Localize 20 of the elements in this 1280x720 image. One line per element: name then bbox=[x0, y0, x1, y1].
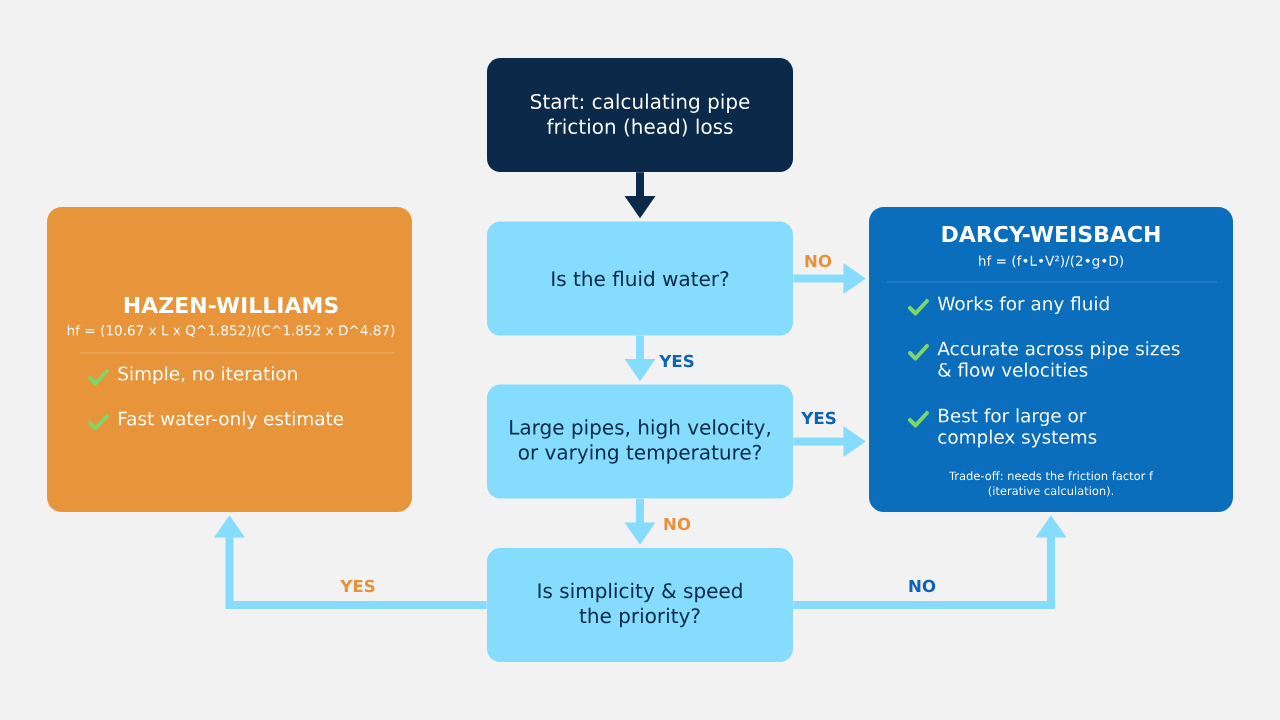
start-box: Start: calculating pipe friction (head) loss bbox=[487, 58, 793, 172]
edge-label: NO bbox=[909, 579, 936, 593]
card-title: DARCY-WEISBACH bbox=[942, 225, 1160, 243]
edge-label: YES bbox=[340, 579, 375, 593]
decision-box: Is simplicity & speed the priority? bbox=[487, 548, 793, 662]
edge-label: YES bbox=[801, 411, 836, 425]
edge-label: NO bbox=[805, 254, 832, 268]
formula: hf = (f•L•V²)/(2•g•D) bbox=[979, 255, 1123, 269]
card-title: HAZEN-WILLIAMS bbox=[124, 296, 338, 314]
list-item: Works for any fluid bbox=[937, 296, 1109, 315]
list-item: Accurate across pipe sizes & flow velocities bbox=[937, 341, 1180, 377]
list-item: Simple, no iteration bbox=[118, 366, 297, 385]
note-text: Trade-off: needs the friction factor f (iterative calculation). bbox=[948, 471, 1154, 497]
edge-label: YES bbox=[659, 354, 694, 368]
list-item: Fast water-only estimate bbox=[119, 411, 344, 430]
formula: hf = (10.67 x L x Q^1.852)/(C^1.852 x D^4.87) bbox=[67, 324, 395, 338]
decision-box: Is the fluid water? bbox=[487, 221, 793, 336]
list-item: Best for large or complex systems bbox=[938, 408, 1097, 448]
decision-box: Large pipes, high velocity, or varying temperature? bbox=[487, 384, 793, 499]
edge-label: NO bbox=[664, 517, 691, 531]
